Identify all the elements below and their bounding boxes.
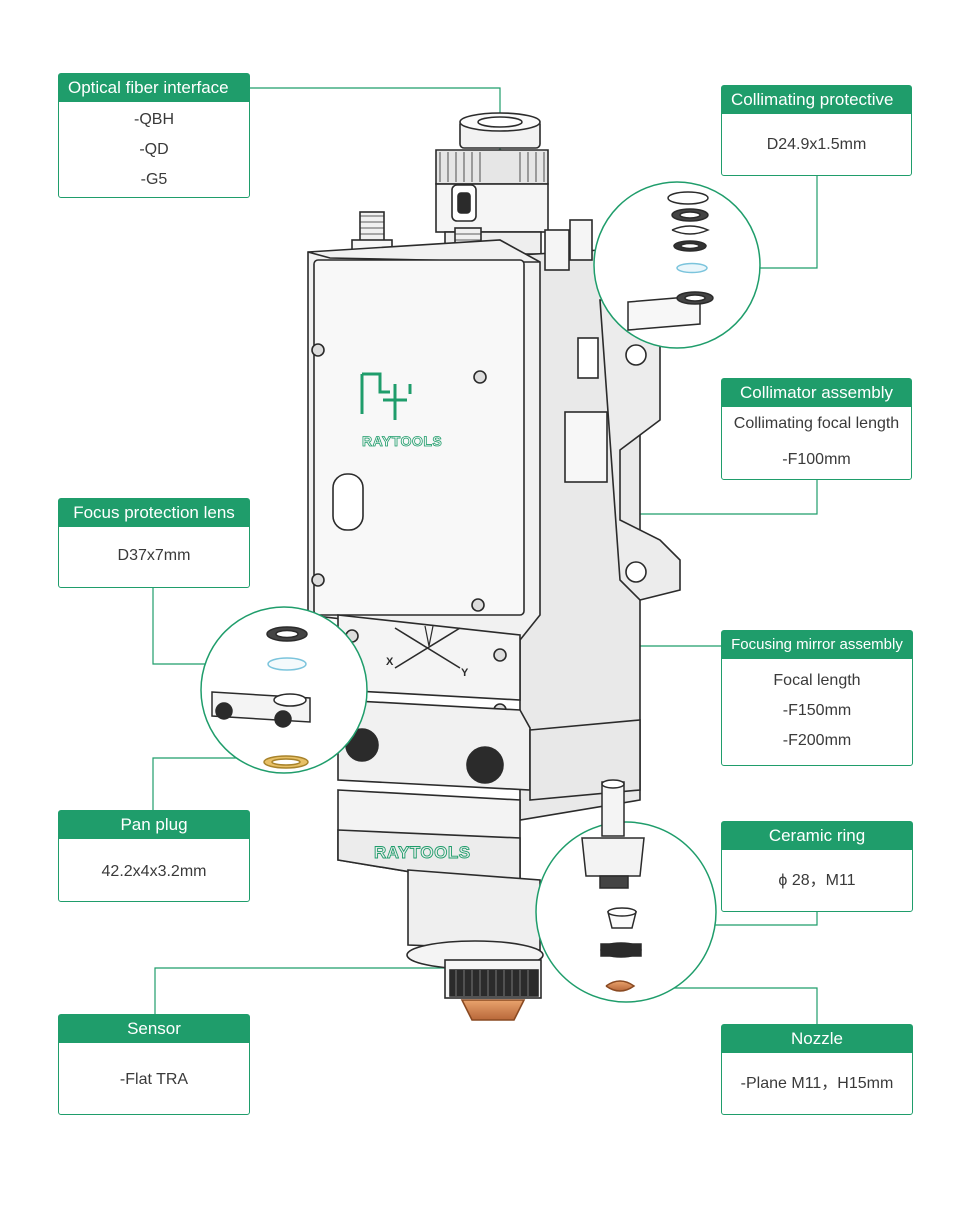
head-axis-y: Y (461, 667, 469, 679)
raytools-logo-mark (360, 372, 412, 420)
fiber-connector (435, 112, 549, 255)
callout-line: -Plane M11，H15mm (740, 1075, 894, 1092)
head-axis-x: X (386, 656, 394, 668)
callout-line: -Flat TRA (119, 1071, 189, 1088)
callout-title: Ceramic ring (722, 822, 912, 850)
leader-sensor (154, 967, 460, 1014)
callout-line: -G5 (140, 171, 168, 188)
callout-collimator: Collimator assembly Collimating focal le… (721, 378, 912, 480)
callout-nozzle: Nozzle -Plane M11，H15mm (721, 1024, 913, 1115)
magnifier-ceramic-ring (535, 779, 717, 1003)
callout-focusing-mirror: Focusing mirror assembly Focal length -F… (721, 630, 913, 766)
callout-line: D24.9x1.5mm (766, 136, 867, 153)
callout-line: -QBH (134, 111, 174, 128)
callout-line: D37x7mm (117, 547, 191, 564)
laser-head (307, 112, 681, 1021)
callout-line: -F150mm (782, 702, 852, 719)
callout-title: Focus protection lens (59, 499, 249, 527)
callout-ceramic-ring: Ceramic ring ϕ 28，M11 (721, 821, 913, 912)
leader-nozzle (620, 987, 818, 1024)
callout-line: -F200mm (782, 732, 852, 749)
brand-logo-bottom: RAYTOOLS (374, 843, 471, 862)
leader-collimator (580, 480, 818, 515)
callout-line: Collimating focal length (733, 415, 900, 432)
callout-line: ϕ 28，M11 (778, 872, 856, 889)
brand-logo-top: RAYTOOLS (362, 433, 442, 449)
callout-collimating-protective: Collimating protective D24.9x1.5mm (721, 85, 912, 176)
callout-title: Sensor (59, 1015, 249, 1043)
callout-title: Optical fiber interface (59, 74, 249, 102)
callout-title: Pan plug (59, 811, 249, 839)
callout-title: Collimator assembly (722, 379, 911, 407)
callout-title: Nozzle (722, 1025, 912, 1053)
magnifier-collimating-protective (593, 181, 761, 349)
callout-line: Focal length (773, 672, 861, 689)
callout-line: 42.2x4x3.2mm (101, 863, 207, 880)
callout-line: -QD (139, 141, 169, 158)
callout-line: -F100mm (782, 451, 851, 468)
callout-pan-plug: Pan plug 42.2x4x3.2mm (58, 810, 250, 902)
callout-sensor: Sensor -Flat TRA (58, 1014, 250, 1115)
leader-pan-plug (152, 757, 272, 810)
callout-title: Focusing mirror assembly (722, 631, 912, 659)
magnifier-focus-protection (200, 606, 368, 774)
callout-focus-protection: Focus protection lens D37x7mm (58, 498, 250, 588)
callout-optical-fiber: Optical fiber interface -QBH -QD -G5 (58, 73, 250, 198)
callout-title: Collimating protective (722, 86, 911, 114)
